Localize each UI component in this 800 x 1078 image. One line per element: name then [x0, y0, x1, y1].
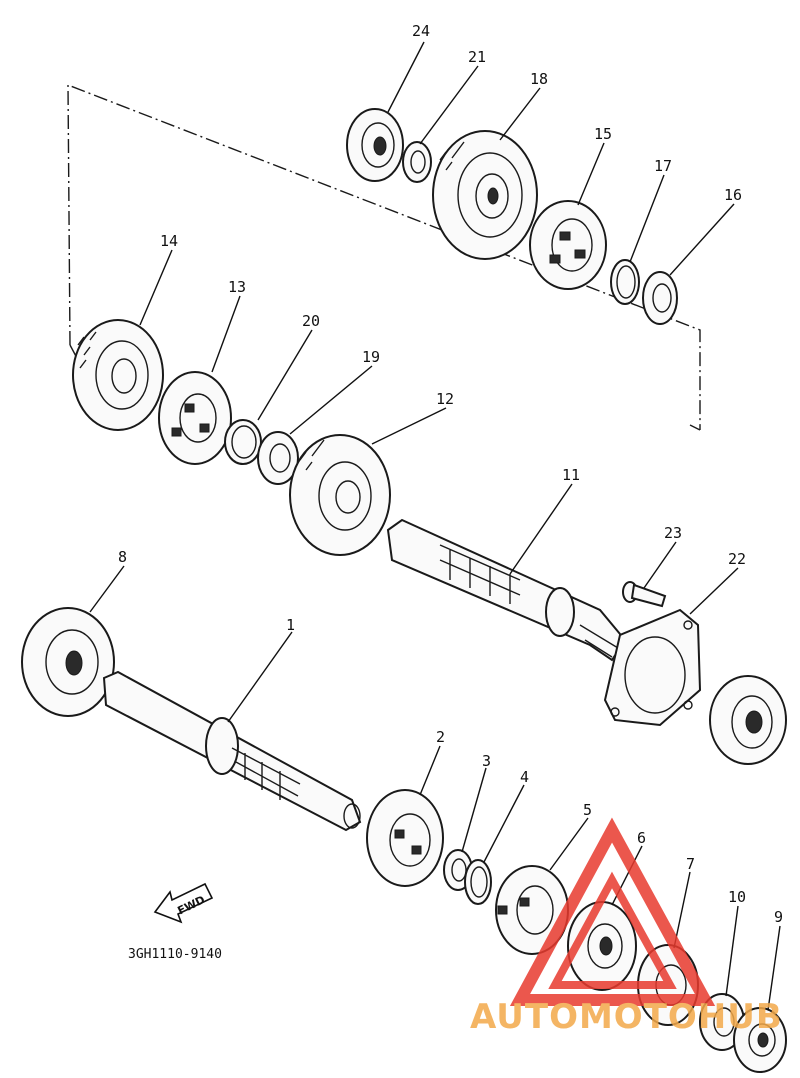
callout-4: 4: [520, 768, 529, 786]
callout-10: 10: [728, 888, 746, 906]
part-15-gear: [529, 200, 607, 290]
callout-24: 24: [412, 22, 430, 40]
callout-numbers: 1 2 3 4 5 6 7 8 9 10 11 12 13 14 15 16 1…: [118, 22, 783, 926]
leader-lines: [89, 41, 781, 1011]
callout-22: 22: [728, 550, 746, 568]
callout-8: 8: [118, 548, 127, 566]
part-4-circlip: [464, 859, 492, 905]
callout-19: 19: [362, 348, 380, 366]
callout-23: 23: [664, 524, 682, 542]
callout-11: 11: [562, 466, 580, 484]
part-2-gear: [366, 789, 444, 887]
callout-13: 13: [228, 278, 246, 296]
callout-20: 20: [302, 312, 320, 330]
callout-16: 16: [724, 186, 742, 204]
part-18-gear: [432, 130, 538, 260]
callout-1: 1: [286, 616, 295, 634]
watermark-triangle-icon: [509, 817, 716, 1006]
watermark: AUTOMOTOHUB: [470, 817, 783, 1037]
callout-12: 12: [436, 390, 454, 408]
callout-9: 9: [774, 908, 783, 926]
callout-3: 3: [482, 752, 491, 770]
part-1-shaft: [102, 670, 362, 832]
part-22-plate: [603, 608, 702, 727]
part-14-gear: [72, 319, 164, 431]
part-21-washer: [402, 141, 432, 183]
callout-7: 7: [686, 855, 695, 873]
part-11-shaft: [386, 518, 627, 662]
callout-18: 18: [530, 70, 548, 88]
part-20-circlip: [224, 419, 262, 465]
callout-2: 2: [436, 728, 445, 746]
part-code-label: 3GH1110-9140: [128, 947, 222, 962]
watermark-text: AUTOMOTOHUB: [470, 997, 783, 1037]
callout-21: 21: [468, 48, 486, 66]
part-12-gear: [289, 434, 391, 556]
part-23-bolt: [622, 581, 667, 608]
part-8-bearing: [21, 607, 115, 717]
part-10-bearing: [699, 993, 745, 1051]
part-9-bearing: [733, 1007, 787, 1073]
part-19-washer: [257, 431, 299, 485]
callout-5: 5: [583, 801, 592, 819]
part-bearing-right: [709, 675, 787, 765]
part-17-circlip: [610, 259, 640, 305]
fwd-arrow-icon: FWD: [153, 882, 214, 924]
callout-15: 15: [594, 125, 612, 143]
part-24-bearing: [346, 108, 404, 182]
part-16-washer: [642, 271, 678, 325]
callout-14: 14: [160, 232, 178, 250]
callout-17: 17: [654, 157, 672, 175]
callout-6: 6: [637, 829, 646, 847]
part-13-gear: [158, 371, 232, 465]
